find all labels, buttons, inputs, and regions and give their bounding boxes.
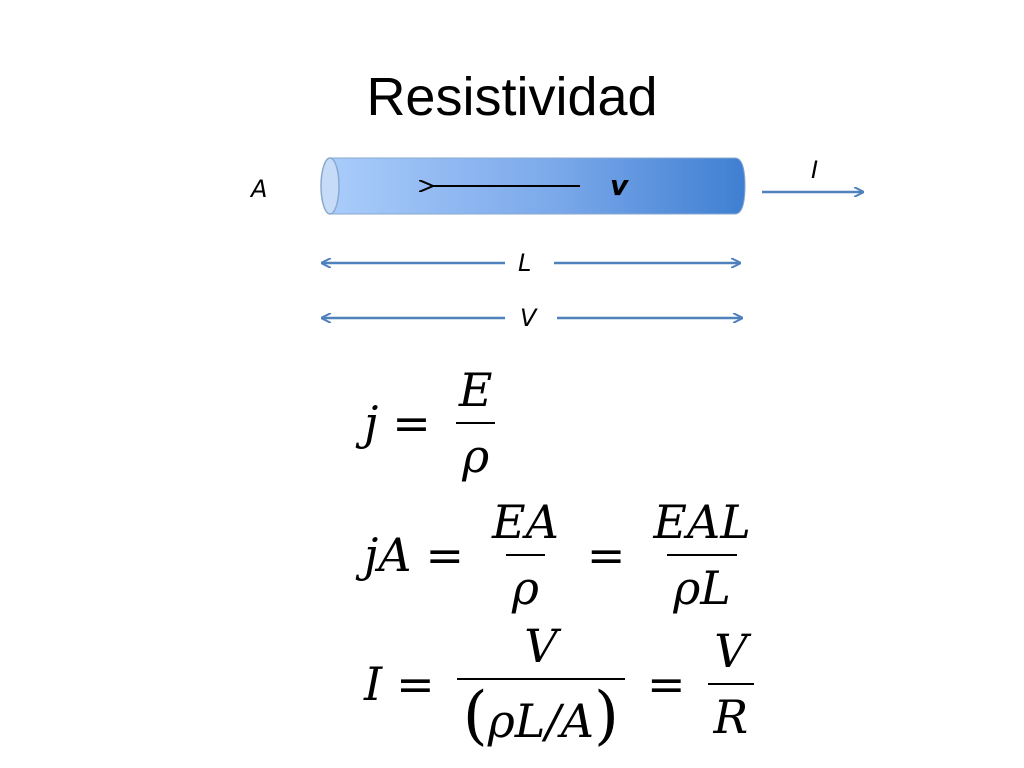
eq2-fraction-2: EAL ρL (639, 496, 764, 614)
eq1-fraction: E ρ (445, 364, 507, 482)
eq2-numerator-1: EA (492, 495, 559, 549)
eq1-denominator: ρ (456, 422, 496, 482)
eq3-equals-1: = (396, 656, 435, 711)
eq1-numerator: E (458, 363, 493, 417)
eq2-fraction-1: EA ρ (478, 496, 573, 614)
length-label: L (518, 249, 532, 277)
eq1-lhs: j (364, 396, 379, 450)
eq2-denominator-1: ρ (505, 554, 545, 614)
equation-current-density: j = E ρ (364, 364, 506, 482)
eq2-equals-1: = (425, 528, 465, 582)
conductor-diagram (320, 157, 1024, 360)
eq3-fraction-2: V R (700, 625, 763, 743)
eq2-denominator-2: ρL (667, 554, 737, 614)
eq2-lhs: jA (364, 528, 412, 582)
eq3-numerator-1: V (524, 619, 558, 673)
voltage-label: V (520, 304, 537, 332)
eq3-equals-2: = (646, 656, 686, 711)
eq1-equals: = (392, 396, 431, 450)
eq3-denominator-1-text: ρL/A (487, 694, 594, 748)
equation-ohms-law: I = V (ρL/A) = V R (364, 619, 763, 748)
eq2-equals-2: = (586, 528, 626, 582)
eq3-denominator-1: (ρL/A) (456, 678, 625, 748)
eq3-numerator-2: V (714, 623, 748, 678)
slide-title: Resistividad (366, 67, 658, 127)
eq3-paren-close: ) (594, 679, 619, 753)
area-label: A (251, 175, 268, 203)
eq2-numerator-2: EAL (653, 495, 751, 549)
eq3-lhs: I (364, 656, 383, 711)
current-label: I (811, 156, 819, 184)
eq3-paren-open: ( (462, 679, 488, 753)
eq3-denominator-2: R (707, 682, 755, 743)
equation-current-area: jA = EA ρ = EAL ρL (364, 496, 765, 614)
eq3-fraction-1: V (ρL/A) (449, 619, 633, 748)
velocity-label: v (610, 169, 629, 202)
